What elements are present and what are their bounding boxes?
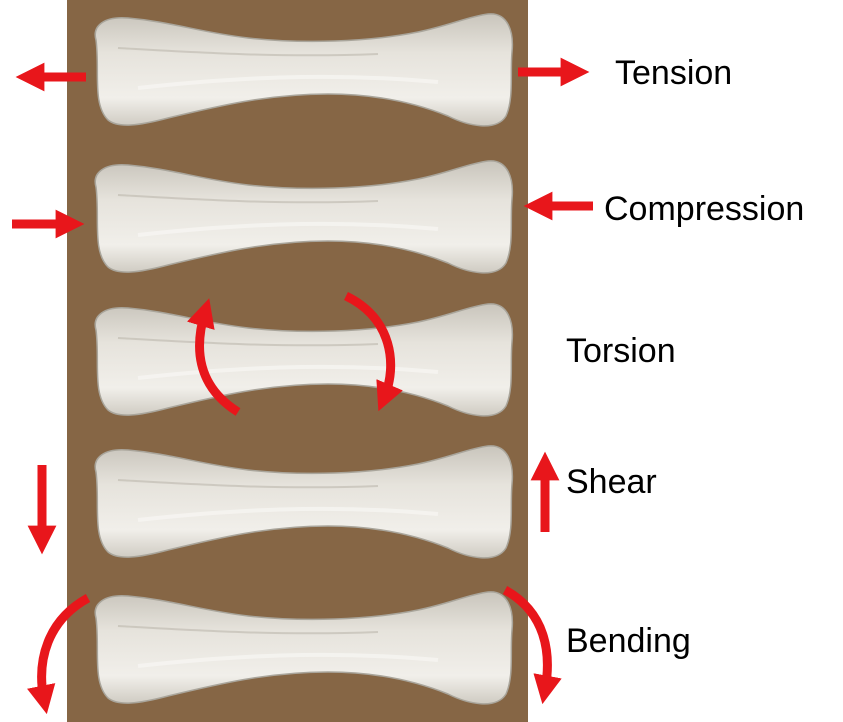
label-torsion: Torsion	[566, 334, 676, 368]
label-tension: Tension	[615, 56, 732, 90]
label-bending: Bending	[566, 624, 691, 658]
label-shear: Shear	[566, 465, 657, 499]
label-compression: Compression	[604, 192, 804, 226]
